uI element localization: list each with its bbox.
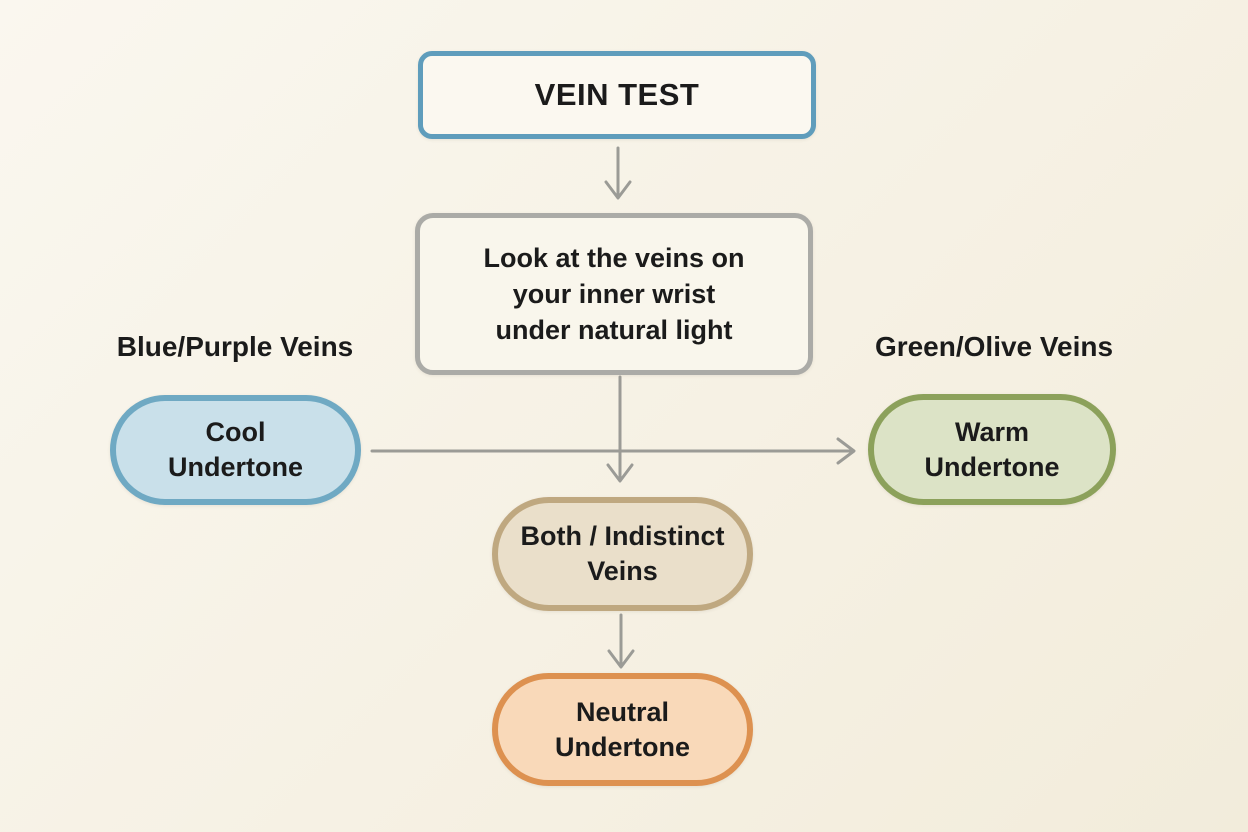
instruction-line-2: your inner wrist bbox=[512, 279, 716, 309]
instruction-line-1: Look at the veins on bbox=[483, 243, 745, 273]
arrow-down-both-to-neutral bbox=[607, 613, 635, 669]
node-neutral-undertone: Neutral Undertone bbox=[492, 673, 753, 786]
node-both-indistinct-veins: Both / Indistinct Veins bbox=[492, 497, 753, 611]
both-line-2: Veins bbox=[587, 556, 658, 586]
node-vein-test-label: VEIN TEST bbox=[534, 77, 700, 112]
cool-line-2: Undertone bbox=[168, 452, 303, 482]
warm-line-1: Warm bbox=[954, 416, 1029, 447]
cool-line-1: Cool bbox=[205, 417, 266, 447]
arrow-down-instruction-to-both bbox=[606, 375, 634, 483]
branch-label-blue-purple-veins: Blue/Purple Veins bbox=[116, 331, 354, 362]
node-warm-undertone: Warm Undertone bbox=[868, 394, 1116, 505]
warm-line-2: Undertone bbox=[924, 451, 1060, 482]
instruction-line-3: under natural light bbox=[495, 315, 733, 345]
node-vein-test: VEIN TEST bbox=[418, 51, 816, 139]
node-cool-undertone: Cool Undertone bbox=[110, 395, 361, 505]
arrow-horizontal-cool-to-warm bbox=[370, 437, 856, 465]
branch-label-green-olive-veins: Green/Olive Veins bbox=[874, 331, 1114, 362]
arrow-down-vein-test-to-instruction bbox=[604, 146, 632, 200]
both-line-1: Both / Indistinct bbox=[520, 521, 725, 551]
neutral-line-1: Neutral bbox=[575, 696, 670, 727]
node-instruction: Look at the veins on your inner wrist un… bbox=[415, 213, 813, 375]
neutral-line-2: Undertone bbox=[555, 731, 690, 762]
